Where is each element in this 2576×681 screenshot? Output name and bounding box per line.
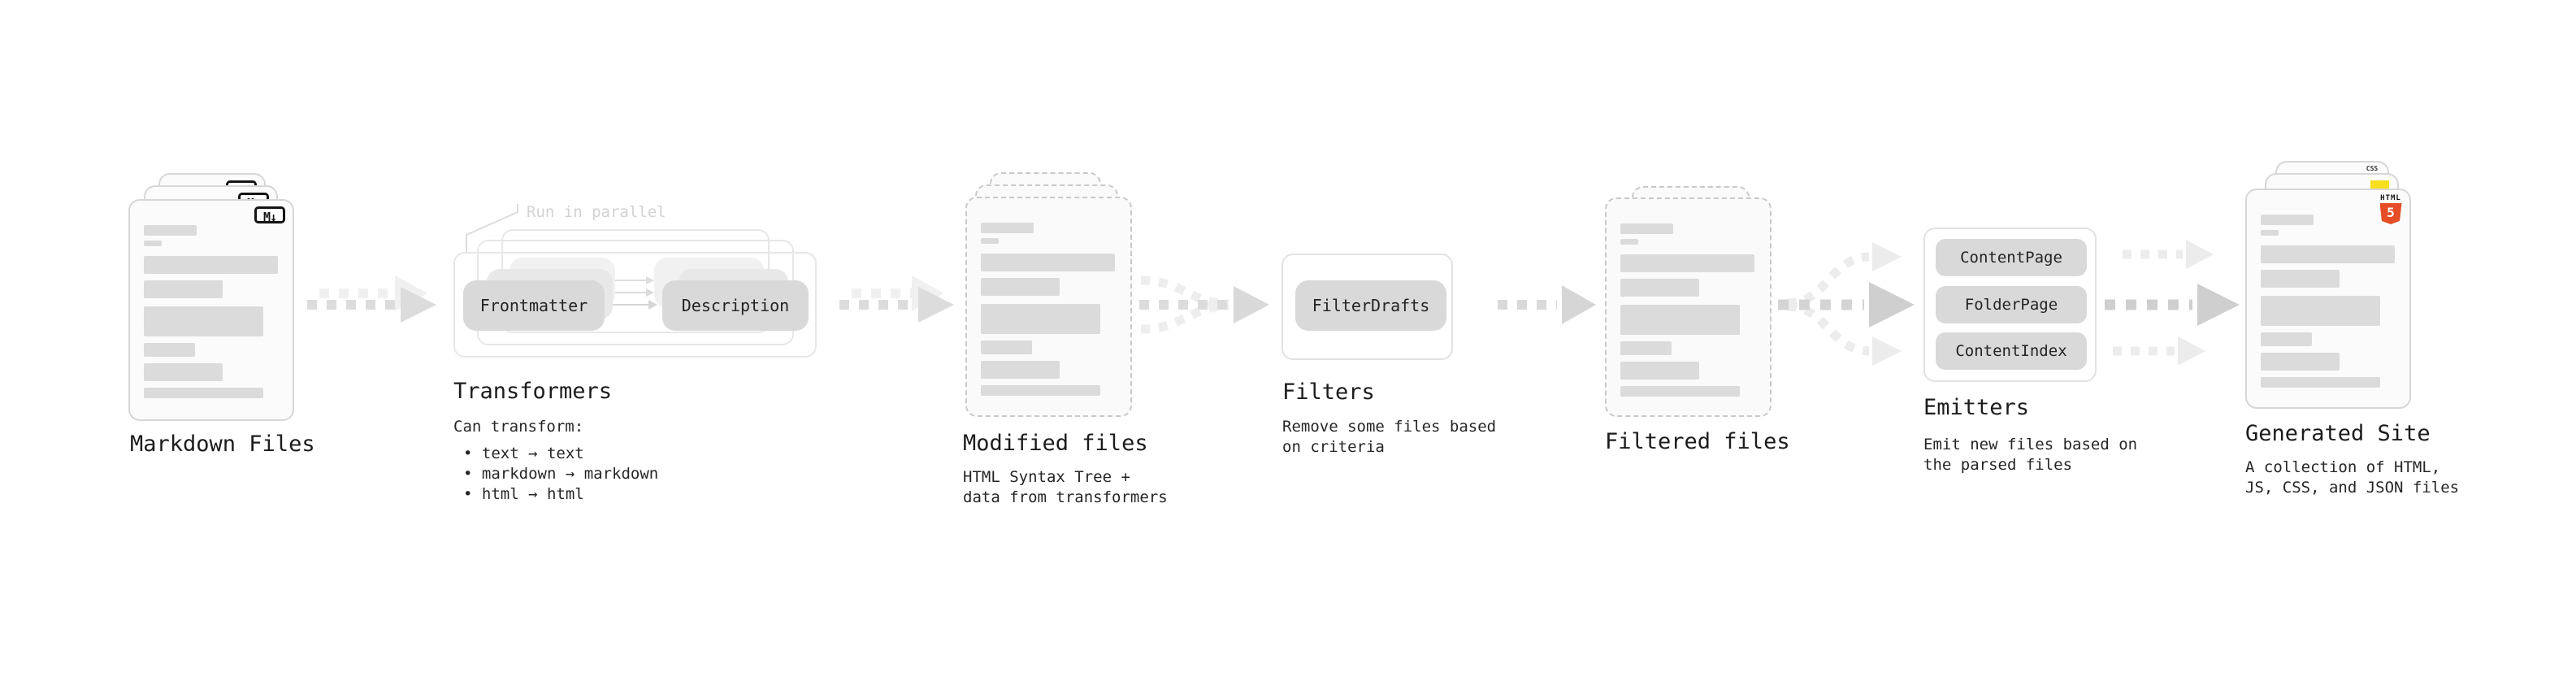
doc-line	[2261, 377, 2380, 388]
html5-icon: HTML 5	[2376, 194, 2405, 224]
doc-line	[981, 254, 1115, 271]
doc-line	[981, 385, 1100, 396]
arrow-markdown-to-transformers-icon	[307, 275, 436, 323]
arrow-filtered-to-emitters-icon	[1778, 242, 1915, 366]
doc-line	[981, 340, 1032, 354]
filters-desc: Remove some files based on criteria	[1282, 417, 1496, 458]
doc-line	[144, 225, 197, 236]
desc-line: JS, CSS, and JSON files	[2245, 479, 2460, 497]
doc-line	[981, 361, 1060, 379]
doc-line	[1620, 239, 1638, 245]
description-box: Description	[662, 280, 809, 331]
doc-line	[144, 241, 162, 246]
doc-line	[981, 238, 999, 244]
transformers-bullets: • text → text • markdown → markdown • ht…	[463, 444, 658, 505]
emitters-label: Emitters	[1923, 395, 2030, 420]
desc-line: HTML Syntax Tree +	[963, 468, 1130, 486]
html5-badge-word: HTML	[2380, 194, 2401, 202]
generated-site-label: Generated Site	[2245, 421, 2431, 446]
doc-line	[1620, 223, 1673, 234]
doc-line	[981, 304, 1100, 334]
doc-line	[2261, 353, 2340, 371]
contentpage-box: ContentPage	[1936, 239, 2087, 276]
doc-line	[144, 343, 195, 357]
doc-line	[2261, 245, 2395, 263]
desc-line: the parsed files	[1923, 456, 2073, 474]
doc-line	[144, 388, 263, 398]
transformers-label: Transformers	[453, 379, 613, 404]
folderpage-box: FolderPage	[1936, 286, 2087, 323]
generated-file-html: HTML 5	[2245, 189, 2411, 409]
filtered-file-front	[1605, 197, 1772, 417]
doc-line	[2261, 270, 2340, 288]
markdown-files-label: Markdown Files	[130, 432, 315, 457]
desc-line: data from transformers	[963, 488, 1168, 506]
arrow-emitters-to-generated-icon	[2105, 240, 2240, 366]
transformers-desc: Can transform:	[453, 418, 584, 436]
transformers-bullet: • text → text	[463, 445, 584, 462]
arrow-transformers-to-modified-icon	[839, 275, 954, 323]
doc-line	[2261, 215, 2314, 225]
doc-line	[144, 280, 223, 298]
doc-line	[2261, 230, 2279, 236]
transformers-bullet: • html → html	[463, 485, 584, 503]
html5-badge-shield: 5	[2379, 203, 2402, 224]
js-icon	[2370, 180, 2389, 191]
arrow-filters-to-filtered-icon	[1498, 285, 1596, 324]
doc-line	[1620, 305, 1740, 335]
modified-file-front	[965, 197, 1132, 417]
transformers-bullet: • markdown → markdown	[463, 465, 659, 483]
filters-card: FilterDrafts	[1281, 254, 1453, 360]
run-in-parallel-note: Run in parallel	[527, 203, 666, 221]
filtered-files-label: Filtered files	[1605, 429, 1790, 454]
doc-line	[2261, 332, 2312, 346]
modified-files-desc: HTML Syntax Tree + data from transformer…	[963, 467, 1168, 508]
doc-line	[1620, 362, 1699, 380]
desc-line: Remove some files based	[1282, 418, 1497, 436]
doc-line	[1620, 341, 1672, 355]
doc-line	[1620, 386, 1740, 397]
markdown-icon: M↓	[254, 206, 285, 224]
filterdrafts-box: FilterDrafts	[1295, 280, 1446, 331]
doc-line	[2261, 296, 2380, 326]
filters-label: Filters	[1282, 380, 1375, 405]
desc-line: Emit new files based on	[1923, 436, 2138, 453]
css-badge-label: CSS	[2366, 165, 2379, 172]
desc-line: on criteria	[1282, 438, 1385, 456]
doc-line	[1620, 279, 1699, 297]
doc-line	[981, 223, 1034, 233]
doc-line	[144, 256, 278, 274]
doc-line	[144, 306, 263, 336]
modified-files-label: Modified files	[963, 431, 1148, 456]
emitters-card: ContentPage FolderPage ContentIndex	[1923, 228, 2097, 382]
markdown-file-front: M↓	[128, 199, 294, 421]
generated-site-desc: A collection of HTML, JS, CSS, and JSON …	[2245, 458, 2459, 498]
doc-line	[981, 278, 1060, 296]
desc-line: A collection of HTML,	[2245, 458, 2441, 476]
contentindex-box: ContentIndex	[1936, 332, 2087, 370]
arrow-modified-to-filters-icon	[1139, 275, 1269, 334]
doc-line	[1620, 254, 1754, 272]
doc-line	[144, 363, 223, 381]
transformer-card-front: Frontmatter Description	[453, 252, 817, 358]
frontmatter-box: Frontmatter	[463, 280, 605, 331]
emitters-desc: Emit new files based on the parsed files	[1923, 435, 2137, 475]
